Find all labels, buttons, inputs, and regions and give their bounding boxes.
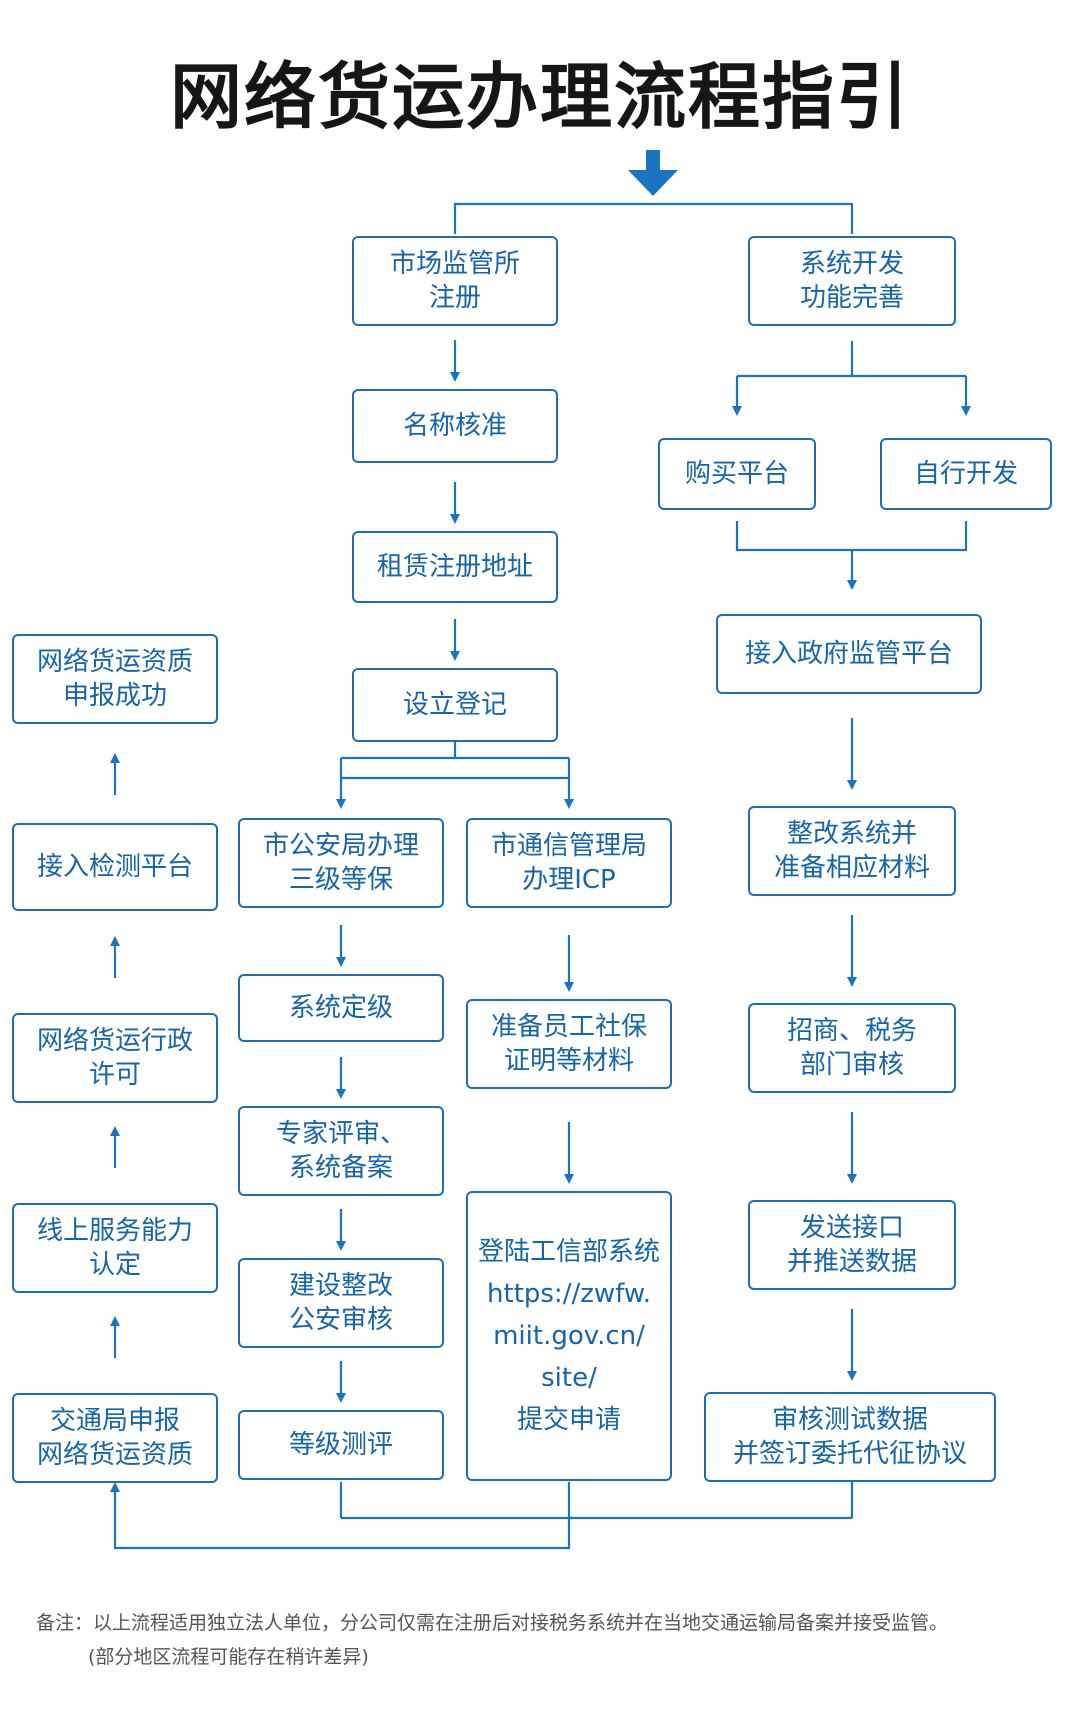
node-grade-evaluation: 等级测评 bbox=[238, 1410, 444, 1480]
footnote-line-2: (部分地区流程可能存在稍许差异) bbox=[88, 1646, 369, 1668]
node-name-approval: 名称核准 bbox=[352, 389, 558, 463]
node-buy-platform: 购买平台 bbox=[658, 438, 816, 510]
node-send-data: 发送接口 并推送数据 bbox=[748, 1200, 956, 1290]
node-qualification-success: 网络货运资质 申报成功 bbox=[12, 634, 218, 724]
node-admin-permit: 网络货运行政 许可 bbox=[12, 1013, 218, 1103]
node-comm-bureau-icp: 市通信管理局 办理ICP bbox=[466, 818, 672, 908]
node-self-development: 自行开发 bbox=[880, 438, 1052, 510]
node-online-service: 线上服务能力 认定 bbox=[12, 1203, 218, 1293]
node-system-grading: 系统定级 bbox=[238, 974, 444, 1042]
footnote: 备注：以上流程适用独立法人单位，分公司仅需在注册后对接税务系统并在当地交通运输局… bbox=[36, 1606, 1056, 1674]
start-arrow bbox=[628, 150, 678, 196]
node-prepare-materials: 准备员工社保 证明等材料 bbox=[466, 999, 672, 1089]
node-rectify-police-review: 建设整改 公安审核 bbox=[238, 1258, 444, 1348]
footnote-line-1: 备注：以上流程适用独立法人单位，分公司仅需在注册后对接税务系统并在当地交通运输局… bbox=[36, 1612, 949, 1634]
node-market-registration: 市场监管所 注册 bbox=[352, 236, 558, 326]
node-detect-platform: 接入检测平台 bbox=[12, 823, 218, 911]
node-establish-registration: 设立登记 bbox=[352, 668, 558, 742]
node-lease-address: 租赁注册地址 bbox=[352, 531, 558, 603]
node-audit-sign: 审核测试数据 并签订委托代征协议 bbox=[704, 1392, 996, 1482]
node-apply-transport: 交通局申报 网络货运资质 bbox=[12, 1393, 218, 1483]
node-police-mlps: 市公安局办理 三级等保 bbox=[238, 818, 444, 908]
node-system-development: 系统开发 功能完善 bbox=[748, 236, 956, 326]
node-rectify-system: 整改系统并 准备相应材料 bbox=[748, 806, 956, 896]
page-title: 网络货运办理流程指引 bbox=[169, 55, 910, 139]
node-miit-submit: 登陆工信部系统 https://zwfw. miit.gov.cn/ site/… bbox=[466, 1191, 672, 1481]
node-tax-review: 招商、税务 部门审核 bbox=[748, 1003, 956, 1093]
node-expert-review: 专家评审、 系统备案 bbox=[238, 1106, 444, 1196]
node-gov-platform: 接入政府监管平台 bbox=[716, 614, 982, 694]
